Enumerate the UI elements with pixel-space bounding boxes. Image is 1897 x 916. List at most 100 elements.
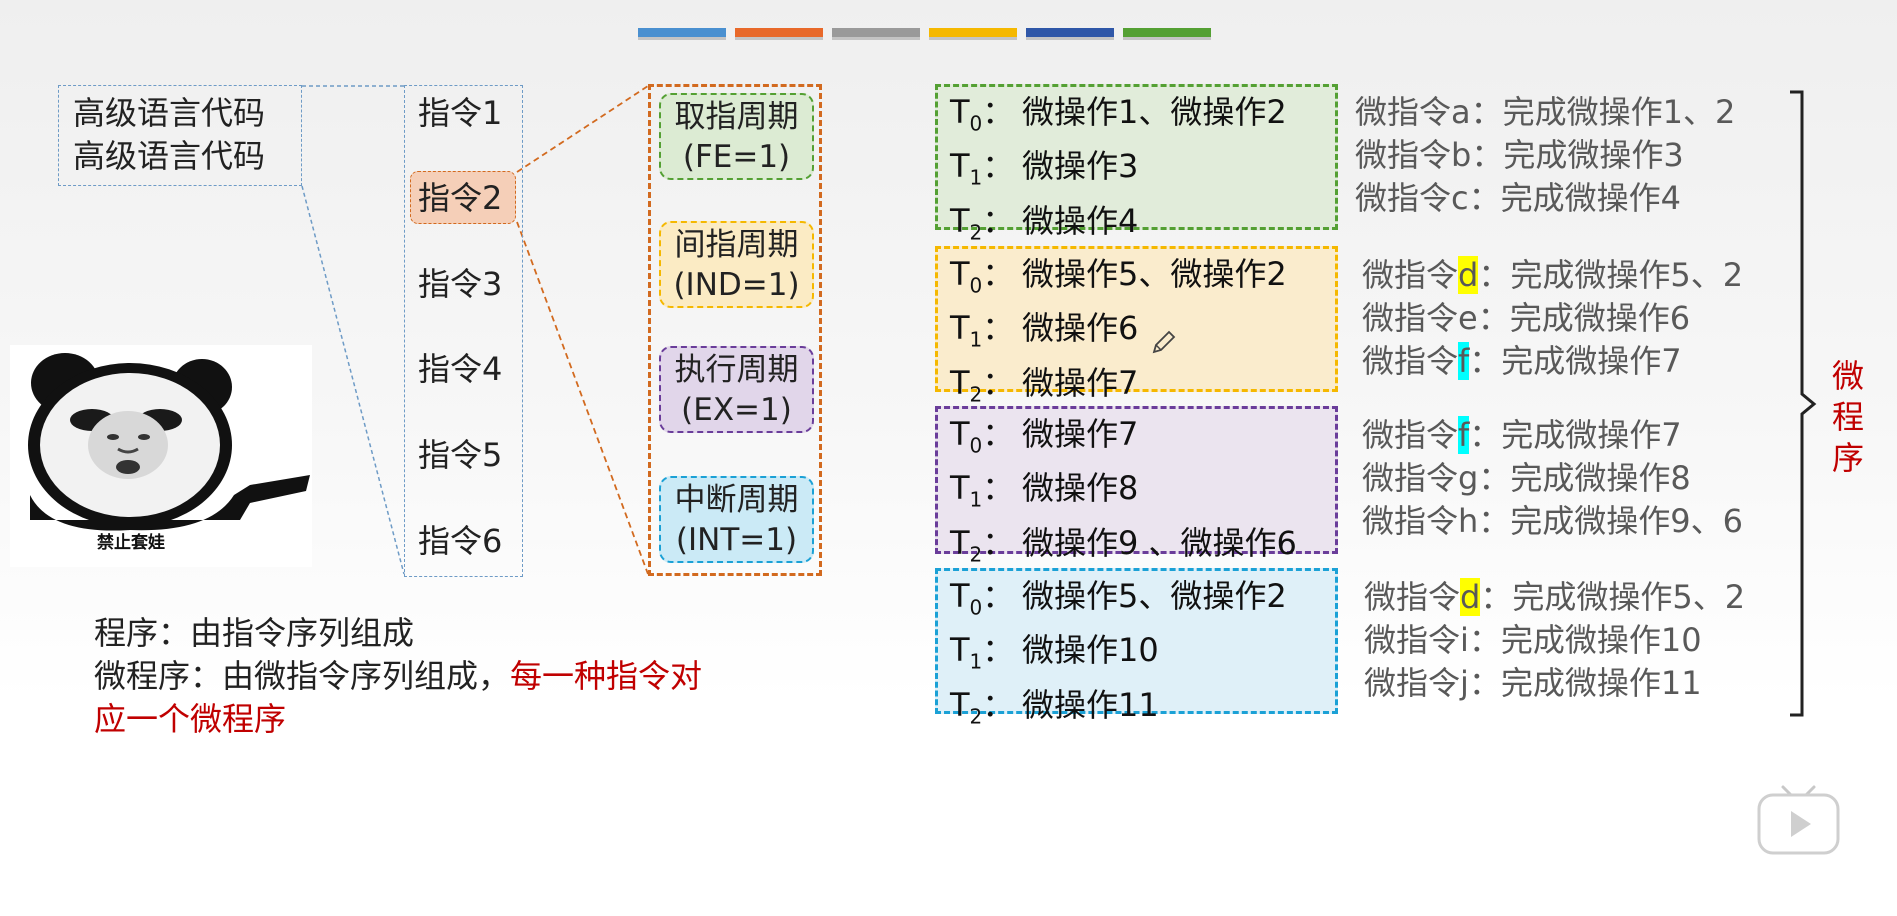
color-bar-2 bbox=[735, 28, 823, 40]
time-slot-label: T1： bbox=[950, 147, 1015, 190]
cycle-interrupt-name: 中断周期 bbox=[674, 481, 799, 518]
micro-ops-indirect: T0：微操作5、微操作2 T1：微操作6 T2：微操作7 bbox=[935, 246, 1338, 406]
micro-op-text: 微操作5、微操作2 bbox=[1022, 577, 1287, 615]
micro-ops-fetch: T0：微操作1、微操作2 T1：微操作3 T2：微操作4 bbox=[935, 84, 1338, 244]
microinstruction: 微指令f：完成微操作7 bbox=[1362, 342, 1682, 380]
cycle-fetch-name: 取指周期 bbox=[674, 98, 799, 135]
micro-op-text: 微操作11 bbox=[1022, 685, 1159, 724]
source-code-line-1: 高级语言代码 bbox=[73, 94, 266, 132]
instruction-5: 指令5 bbox=[418, 436, 503, 474]
panda-meme-illustration bbox=[28, 353, 310, 531]
instruction-4: 指令4 bbox=[418, 350, 503, 388]
microprogram-definition: 微程序：由微指令序列组成，每一种指令对 bbox=[94, 655, 702, 698]
bilibili-play-icon bbox=[1757, 785, 1840, 855]
microinstruction-letter: g bbox=[1458, 459, 1479, 497]
instruction-2: 指令2 bbox=[418, 179, 503, 217]
microinstruction: 微指令b：完成微操作3 bbox=[1355, 136, 1684, 174]
micro-op-text: 微操作7 bbox=[1022, 363, 1139, 402]
microinstruction: 微指令c：完成微操作4 bbox=[1355, 179, 1681, 217]
micro-op-text: 微操作6 bbox=[1022, 309, 1139, 348]
machine-cycle-box bbox=[648, 84, 822, 576]
micro-step: T2：微操作9 、微操作6 bbox=[950, 522, 1335, 576]
micro-op-text: 微操作1、微操作2 bbox=[1022, 93, 1287, 131]
cycle-indirect-name: 间指周期 bbox=[674, 226, 799, 263]
time-slot-label: T2： bbox=[950, 363, 1015, 407]
microinstructions-fetch: 微指令a：完成微操作1、2 微指令b：完成微操作3 微指令c：完成微操作4 bbox=[1355, 91, 1735, 220]
instruction-2-highlight bbox=[410, 171, 516, 224]
micro-step: T0：微操作5、微操作2 bbox=[950, 253, 1335, 307]
microprogram-emphasis-1: 每一种指令对 bbox=[510, 657, 703, 695]
micro-step: T0：微操作1、微操作2 bbox=[950, 91, 1335, 145]
micro-step: T2：微操作11 bbox=[950, 684, 1335, 738]
micro-ops-interrupt: T0：微操作5、微操作2 T1：微操作10 T2：微操作11 bbox=[935, 568, 1338, 728]
microinstruction-letter: j bbox=[1460, 664, 1469, 702]
microinstruction-letter: h bbox=[1458, 502, 1479, 540]
micro-op-text: 微操作7 bbox=[1022, 415, 1139, 453]
instruction-6: 指令6 bbox=[418, 522, 503, 560]
time-slot-label: T0： bbox=[950, 255, 1015, 298]
microinstruction: 微指令e：完成微操作6 bbox=[1362, 299, 1691, 337]
micro-step: T1：微操作10 bbox=[950, 629, 1335, 683]
instruction-list-box bbox=[404, 85, 523, 577]
meme-image: 禁止套娃 bbox=[10, 345, 312, 567]
time-slot-label: T0： bbox=[950, 577, 1015, 620]
time-slot-label: T2： bbox=[950, 685, 1015, 729]
micro-step: T1：微操作6 bbox=[950, 307, 1335, 361]
micro-step: T0：微操作7 bbox=[950, 413, 1335, 467]
meme-caption: 禁止套娃 bbox=[97, 533, 165, 553]
micro-op-text: 微操作3 bbox=[1022, 147, 1139, 186]
microinstruction: 微指令d：完成微操作5、2 bbox=[1364, 578, 1746, 616]
cycle-execute-name: 执行周期 bbox=[674, 351, 799, 388]
microinstruction-letter: a bbox=[1451, 93, 1471, 131]
micro-ops-execute: T0：微操作7 T1：微操作8 T2：微操作9 、微操作6 bbox=[935, 406, 1338, 566]
instruction-1: 指令1 bbox=[418, 94, 503, 132]
time-slot-label: T0： bbox=[950, 415, 1015, 458]
microinstruction: 微指令d：完成微操作5、2 bbox=[1362, 256, 1744, 294]
color-bar-6 bbox=[1123, 28, 1211, 40]
time-slot-label: T1： bbox=[950, 469, 1015, 512]
time-slot-label: T1： bbox=[950, 631, 1015, 674]
cycle-indirect: 间指周期 (IND=1) bbox=[659, 221, 814, 308]
micro-step: T1：微操作8 bbox=[950, 467, 1335, 521]
cycle-indirect-flag: (IND=1) bbox=[673, 266, 800, 303]
microinstruction-letter-highlighted: d bbox=[1460, 578, 1481, 616]
micro-step: T2：微操作7 bbox=[950, 362, 1335, 416]
bilibili-play-button[interactable] bbox=[1757, 783, 1840, 855]
micro-op-text: 微操作5、微操作2 bbox=[1022, 255, 1287, 293]
microinstruction-letter-highlighted: f bbox=[1458, 416, 1470, 454]
microinstruction: 微指令f：完成微操作7 bbox=[1362, 416, 1682, 454]
micro-op-text: 微操作4 bbox=[1022, 201, 1139, 240]
cycle-execute-flag: (EX=1) bbox=[681, 391, 792, 428]
microinstruction-letter: i bbox=[1460, 621, 1469, 659]
microinstruction: 微指令j：完成微操作11 bbox=[1364, 664, 1702, 702]
source-code-line-2: 高级语言代码 bbox=[73, 137, 266, 175]
pen-cursor-icon bbox=[1152, 330, 1176, 354]
time-slot-label: T1： bbox=[950, 309, 1015, 352]
source-code-box: 高级语言代码 高级语言代码 bbox=[58, 85, 302, 186]
microinstructions-indirect: 微指令d：完成微操作5、2 微指令e：完成微操作6 微指令f：完成微操作7 bbox=[1362, 254, 1743, 383]
micro-op-text: 微操作8 bbox=[1022, 469, 1139, 508]
cycle-fetch: 取指周期 (FE=1) bbox=[659, 93, 814, 180]
cycle-interrupt: 中断周期 (INT=1) bbox=[659, 476, 814, 563]
microinstruction-letter: b bbox=[1451, 136, 1472, 174]
microprogram-emphasis-2: 应一个微程序 bbox=[94, 700, 287, 738]
microinstructions-interrupt: 微指令d：完成微操作5、2 微指令i：完成微操作10 微指令j：完成微操作11 bbox=[1364, 576, 1745, 705]
microprogram-definition-prefix: 微程序：由微指令序列组成， bbox=[94, 657, 511, 695]
time-slot-label: T0： bbox=[950, 93, 1015, 136]
micro-step: T2：微操作4 bbox=[950, 200, 1335, 254]
microinstruction: 微指令a：完成微操作1、2 bbox=[1355, 93, 1736, 131]
color-bar-1 bbox=[638, 28, 726, 40]
color-bar-4 bbox=[929, 28, 1017, 40]
cycle-interrupt-flag: (INT=1) bbox=[675, 521, 798, 558]
color-bar-5 bbox=[1026, 28, 1114, 40]
instruction-3: 指令3 bbox=[418, 265, 503, 303]
microprogram-brace-label: 微 程 序 bbox=[1831, 357, 1864, 477]
microinstruction-letter: e bbox=[1458, 299, 1478, 337]
micro-step: T1：微操作3 bbox=[950, 145, 1335, 199]
program-definition: 程序：由指令序列组成 bbox=[94, 614, 415, 652]
color-bar-3 bbox=[832, 28, 920, 40]
definitions: 程序：由指令序列组成 微程序：由微指令序列组成，每一种指令对 应一个微程序 bbox=[94, 612, 702, 741]
microinstruction: 微指令g：完成微操作8 bbox=[1362, 459, 1691, 497]
micro-op-text: 微操作9 、微操作6 bbox=[1022, 523, 1297, 562]
microinstructions-execute: 微指令f：完成微操作7 微指令g：完成微操作8 微指令h：完成微操作9、6 bbox=[1362, 414, 1743, 543]
